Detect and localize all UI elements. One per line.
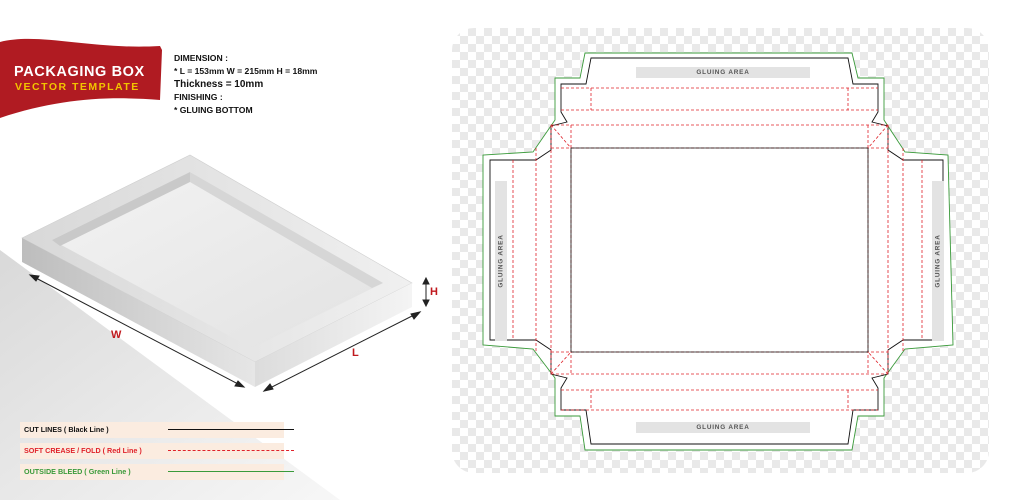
height-label: H: [430, 286, 438, 298]
legend-fold-lines: SOFT CREASE / FOLD ( Red Line ): [20, 443, 294, 459]
legend-cut-lines: CUT LINES ( Black Line ): [20, 422, 294, 438]
gluing-area-bottom: GLUING AREA: [636, 422, 810, 433]
dimension-heading: DIMENSION :: [174, 53, 228, 63]
inner-cut-lines: [570, 147, 869, 353]
spec-block: DIMENSION : * L = 153mm W = 215mm H = 18…: [174, 52, 317, 117]
length-label: L: [352, 347, 359, 359]
width-label: W: [111, 329, 122, 341]
banner-subtitle: VECTOR TEMPLATE: [15, 81, 140, 93]
legend-bleed-label: OUTSIDE BLEED ( Green Line ): [24, 467, 131, 476]
gluing-area-top: GLUING AREA: [636, 67, 810, 78]
legend-fold-swatch: [168, 450, 294, 451]
legend-bleed-swatch: [168, 471, 294, 472]
thickness-value: Thickness = 10mm: [174, 79, 264, 90]
legend-bleed-lines: OUTSIDE BLEED ( Green Line ): [20, 464, 294, 480]
gluing-area-right: GLUING AREA: [932, 181, 944, 341]
box-illustration: [21, 154, 430, 392]
dieline-drawing: [452, 28, 989, 473]
legend-fold-label: SOFT CREASE / FOLD ( Red Line ): [24, 446, 142, 455]
title-banner: [0, 38, 162, 118]
gluing-area-right-label: GLUING AREA: [934, 234, 942, 288]
dieline-panel: GLUING AREA GLUING AREA GLUING AREA GLUI…: [452, 28, 989, 473]
legend-cut-label: CUT LINES ( Black Line ): [24, 425, 109, 434]
finishing-value: * GLUING BOTTOM: [174, 105, 253, 115]
finishing-heading: FINISHING :: [174, 92, 223, 102]
gluing-area-left: GLUING AREA: [495, 181, 507, 341]
legend-cut-swatch: [168, 429, 294, 430]
gluing-area-left-label: GLUING AREA: [497, 234, 505, 288]
dimension-arrows: [28, 274, 430, 392]
dimension-values: * L = 153mm W = 215mm H = 18mm: [174, 66, 318, 76]
banner-title: PACKAGING BOX: [14, 64, 145, 80]
